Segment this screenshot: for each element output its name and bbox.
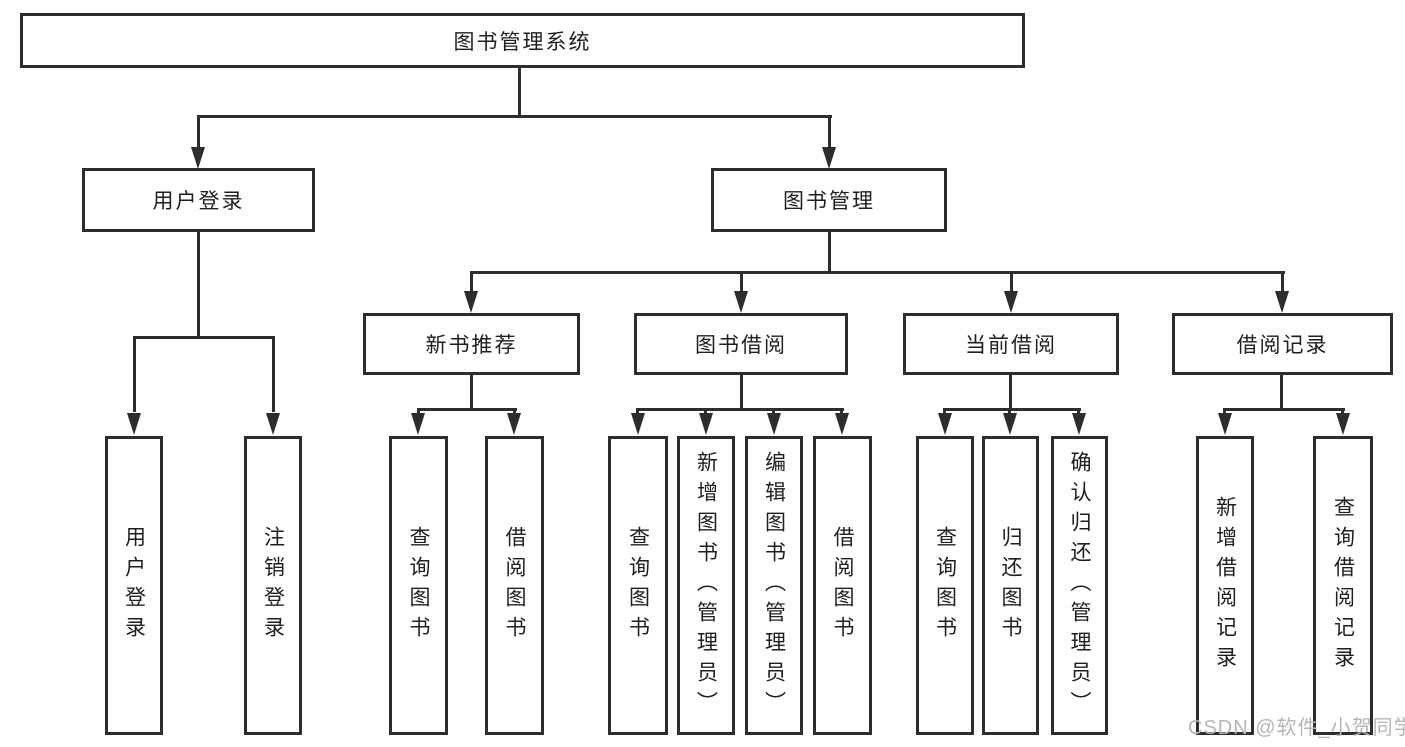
arrowhead-icon: [1336, 413, 1350, 435]
node-root: 图书管理系统: [20, 13, 1025, 68]
node-user-login-label: 用户登录: [152, 190, 245, 213]
leaf-logout: 注销登录: [244, 436, 302, 735]
arrowhead-icon: [822, 147, 836, 169]
arrowhead-icon: [464, 291, 478, 313]
arrowhead-icon: [1275, 291, 1289, 313]
arrowhead-icon: [699, 413, 713, 435]
connector-line: [740, 375, 743, 411]
leaf-query-books-current-label: 查询图书: [933, 525, 957, 646]
connector-line: [1280, 375, 1283, 411]
arrowhead-icon: [507, 413, 521, 435]
connector-line: [513, 408, 516, 416]
node-book-borrow: 图书借阅: [634, 313, 848, 375]
connector-line: [828, 115, 831, 148]
node-new-book-recommend: 新书推荐: [363, 313, 580, 375]
watermark: CSDN @软件_小贺同学: [1188, 717, 1405, 739]
connector-line: [197, 232, 200, 339]
connector-line: [417, 408, 517, 411]
connector-line: [740, 271, 743, 293]
leaf-add-book-admin-label: 新增图书（管理员）: [694, 450, 718, 721]
arrowhead-icon: [835, 413, 849, 435]
leaf-query-books-borrow: 查询图书: [608, 436, 668, 735]
leaf-query-borrow-record-label: 查询借阅记录: [1331, 495, 1355, 676]
node-root-label: 图书管理系统: [453, 30, 592, 54]
leaf-logout-label: 注销登录: [261, 525, 285, 646]
leaf-borrow-books-recommend: 借阅图书: [485, 436, 544, 735]
arrowhead-icon: [734, 291, 748, 313]
connector-line: [1341, 408, 1344, 416]
leaf-add-book-admin: 新增图书（管理员）: [677, 436, 735, 735]
connector-line: [1224, 408, 1345, 411]
arrowhead-icon: [767, 413, 781, 435]
connector-line: [133, 336, 136, 412]
node-new-book-recommend-label: 新书推荐: [425, 334, 518, 357]
node-user-login: 用户登录: [82, 168, 315, 232]
leaf-borrow-books: 借阅图书: [813, 436, 872, 735]
connector-line: [636, 408, 639, 416]
arrowhead-icon: [1218, 413, 1232, 435]
connector-line: [1010, 271, 1013, 293]
arrowhead-icon: [411, 413, 425, 435]
connector-line: [133, 336, 275, 339]
connector-line: [828, 232, 831, 274]
arrowhead-icon: [191, 147, 205, 169]
connector-line: [272, 336, 275, 412]
arrowhead-icon: [1003, 413, 1017, 435]
leaf-user-login-label: 用户登录: [122, 525, 146, 646]
leaf-return-book: 归还图书: [982, 436, 1039, 735]
leaf-user-login: 用户登录: [105, 436, 163, 735]
arrowhead-icon: [938, 413, 952, 435]
connector-line: [197, 115, 832, 118]
connector-line: [1223, 408, 1226, 416]
connector-line: [417, 408, 420, 416]
arrowhead-icon: [631, 413, 645, 435]
leaf-add-borrow-record-label: 新增借阅记录: [1213, 495, 1237, 676]
connector-line: [197, 115, 200, 148]
connector-line: [470, 271, 1285, 274]
connector-line: [637, 408, 844, 411]
connector-line: [470, 271, 473, 293]
arrowhead-icon: [266, 413, 280, 435]
connector-line: [772, 408, 775, 416]
leaf-edit-book-admin: 编辑图书（管理员）: [745, 436, 803, 735]
leaf-query-borrow-record: 查询借阅记录: [1313, 436, 1373, 735]
leaf-return-book-label: 归还图书: [999, 525, 1022, 646]
connector-line: [470, 375, 473, 411]
leaf-edit-book-admin-label: 编辑图书（管理员）: [762, 450, 786, 721]
leaf-confirm-return-admin-label: 确认归还（管理员）: [1068, 450, 1091, 721]
connector-line: [1008, 408, 1011, 416]
leaf-query-books-current: 查询图书: [916, 436, 974, 735]
node-current-borrow-label: 当前借阅: [965, 334, 1057, 357]
connector-line: [944, 408, 1081, 411]
leaf-query-books-recommend: 查询图书: [389, 436, 448, 735]
node-borrow-records: 借阅记录: [1172, 313, 1393, 375]
leaf-add-borrow-record: 新增借阅记录: [1196, 436, 1254, 735]
node-book-borrow-label: 图书借阅: [695, 334, 787, 357]
arrowhead-icon: [127, 413, 141, 435]
leaf-query-books-borrow-label: 查询图书: [626, 525, 650, 646]
node-borrow-records-label: 借阅记录: [1236, 334, 1329, 357]
leaf-query-books-recommend-label: 查询图书: [407, 525, 430, 646]
connector-line: [518, 68, 521, 118]
connector-line: [840, 408, 843, 416]
leaf-confirm-return-admin: 确认归还（管理员）: [1051, 436, 1108, 735]
leaf-borrow-books-recommend-label: 借阅图书: [503, 525, 526, 646]
node-book-management: 图书管理: [711, 168, 947, 232]
node-book-management-label: 图书管理: [783, 190, 875, 213]
connector-line: [704, 408, 707, 416]
node-current-borrow: 当前借阅: [903, 313, 1119, 375]
arrowhead-icon: [1072, 413, 1086, 435]
connector-line: [943, 408, 946, 416]
arrowhead-icon: [1004, 291, 1018, 313]
leaf-borrow-books-label: 借阅图书: [831, 525, 854, 646]
connector-line: [1009, 375, 1012, 411]
connector-line: [1281, 271, 1284, 293]
connector-line: [1077, 408, 1080, 416]
